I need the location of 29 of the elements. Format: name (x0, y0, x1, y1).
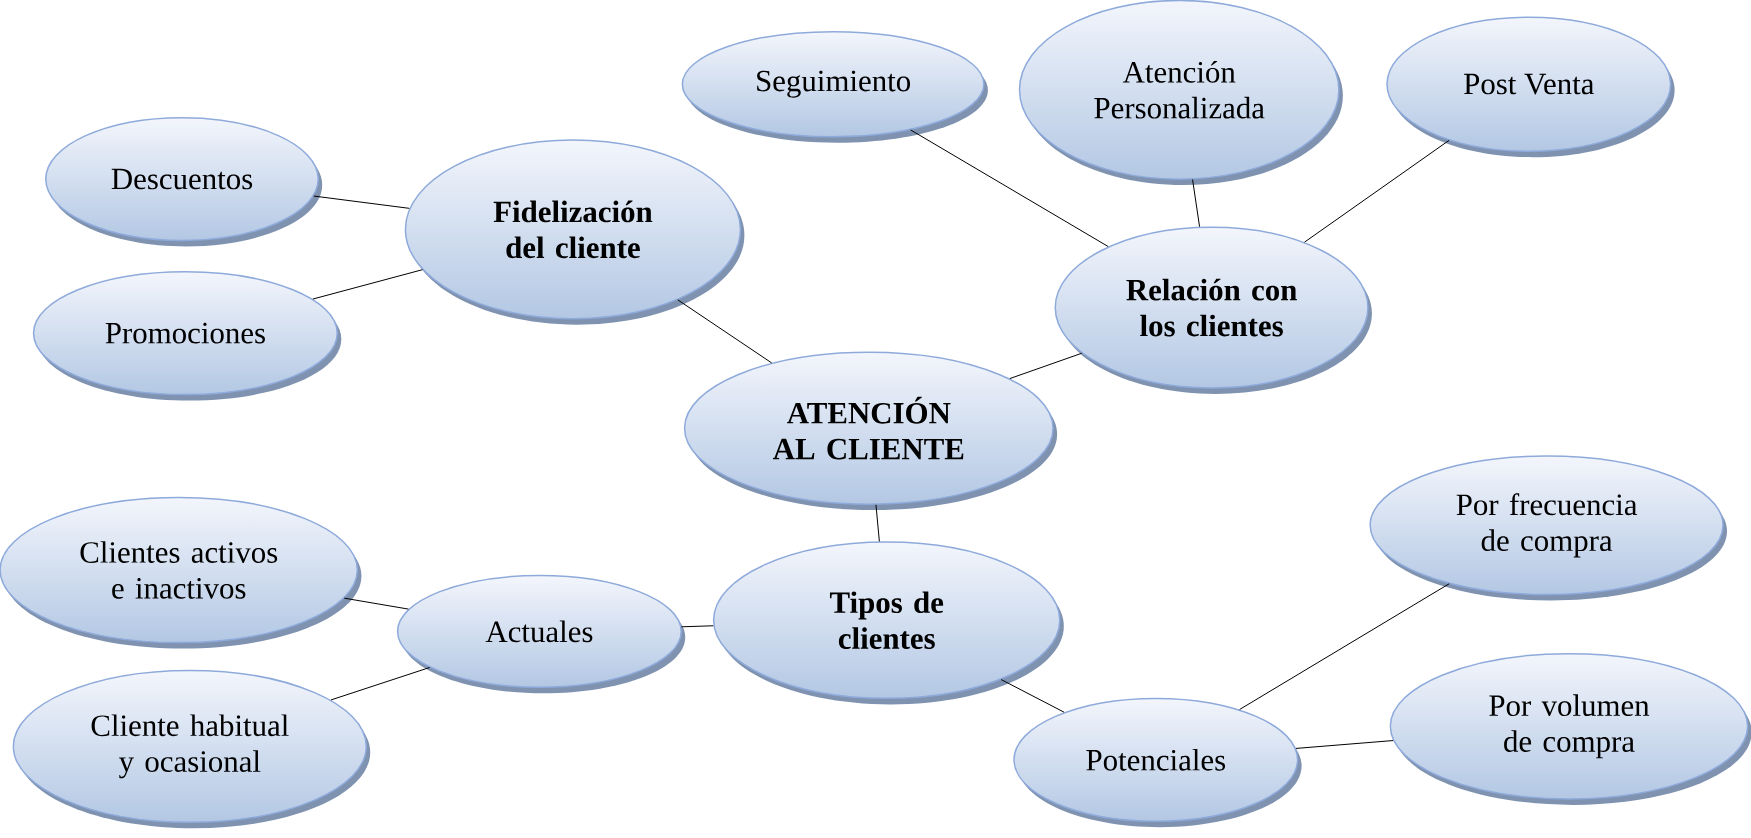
connector-line (1000, 679, 1065, 713)
connector-line (1304, 139, 1450, 243)
connector-line (313, 195, 410, 209)
ellipse-node: Por volumen de compra (1389, 652, 1751, 805)
ellipse-node: Fidelización del cliente (404, 139, 745, 325)
connector-line (1239, 583, 1450, 710)
ellipse-node: Tipos de clientes (712, 541, 1064, 705)
ellipse-node: Atención Personalizada (1018, 0, 1343, 186)
connector-line (910, 129, 1109, 248)
connector-line (1192, 179, 1201, 228)
connector-line (875, 504, 880, 542)
ellipse-node: Descuentos (45, 116, 323, 247)
ellipse-node: Por frecuencia de compra (1369, 455, 1727, 601)
ellipse-node: Potenciales (1013, 697, 1302, 828)
ellipse-node: Clientes activos e inactivos (0, 496, 362, 649)
connector-line (312, 269, 423, 300)
ellipse-node: ATENCIÓN AL CLIENTE (683, 351, 1058, 511)
ellipse-node: Seguimiento (681, 30, 988, 143)
connector-line (343, 597, 409, 610)
connector-line (330, 667, 431, 701)
ellipse-node: Cliente habitual y ocasional (12, 669, 371, 829)
connector-line (1295, 740, 1394, 749)
connector-line (681, 625, 714, 628)
ellipse-node: Post Venta (1386, 16, 1675, 158)
ellipse-node: Relación con los clientes (1054, 226, 1372, 394)
ellipse-node: Actuales (396, 574, 686, 694)
connector-line (677, 299, 773, 364)
ellipse-node: Promociones (32, 271, 342, 401)
connector-line (1009, 352, 1083, 380)
